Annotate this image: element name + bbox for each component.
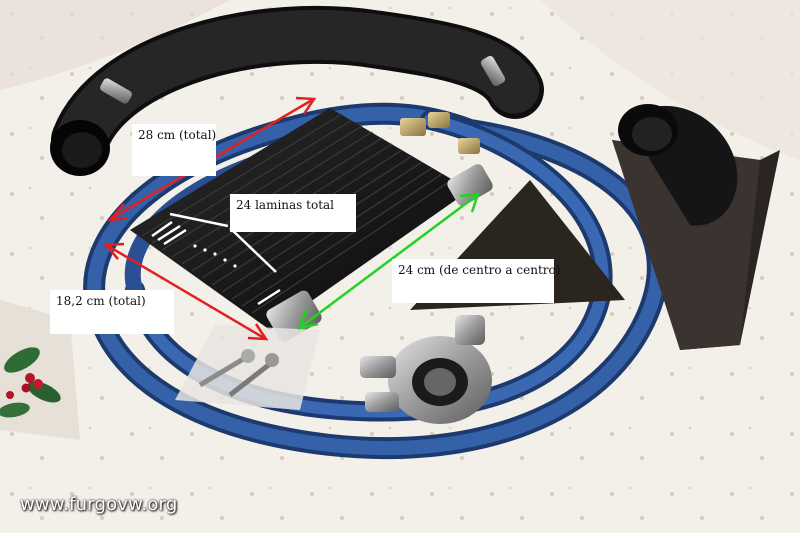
- corrugated-hose: [50, 5, 544, 176]
- sandwich-adapter: [360, 315, 492, 424]
- cloth-fold: [0, 0, 230, 90]
- cloth-shadow: [540, 0, 800, 160]
- watermark: www.furgovw.org: [20, 494, 178, 515]
- bolt-bag: [175, 325, 320, 410]
- holly-decoration: [0, 300, 80, 440]
- fins-label: 24 laminas total: [230, 194, 356, 232]
- center-distance-label: 24 cm (de centro a centro): [392, 259, 560, 303]
- mounting-plate: [612, 104, 780, 350]
- cooler-height-label: 18,2 cm (total): [50, 290, 174, 334]
- hose-length-label: 28 cm (total): [132, 124, 216, 176]
